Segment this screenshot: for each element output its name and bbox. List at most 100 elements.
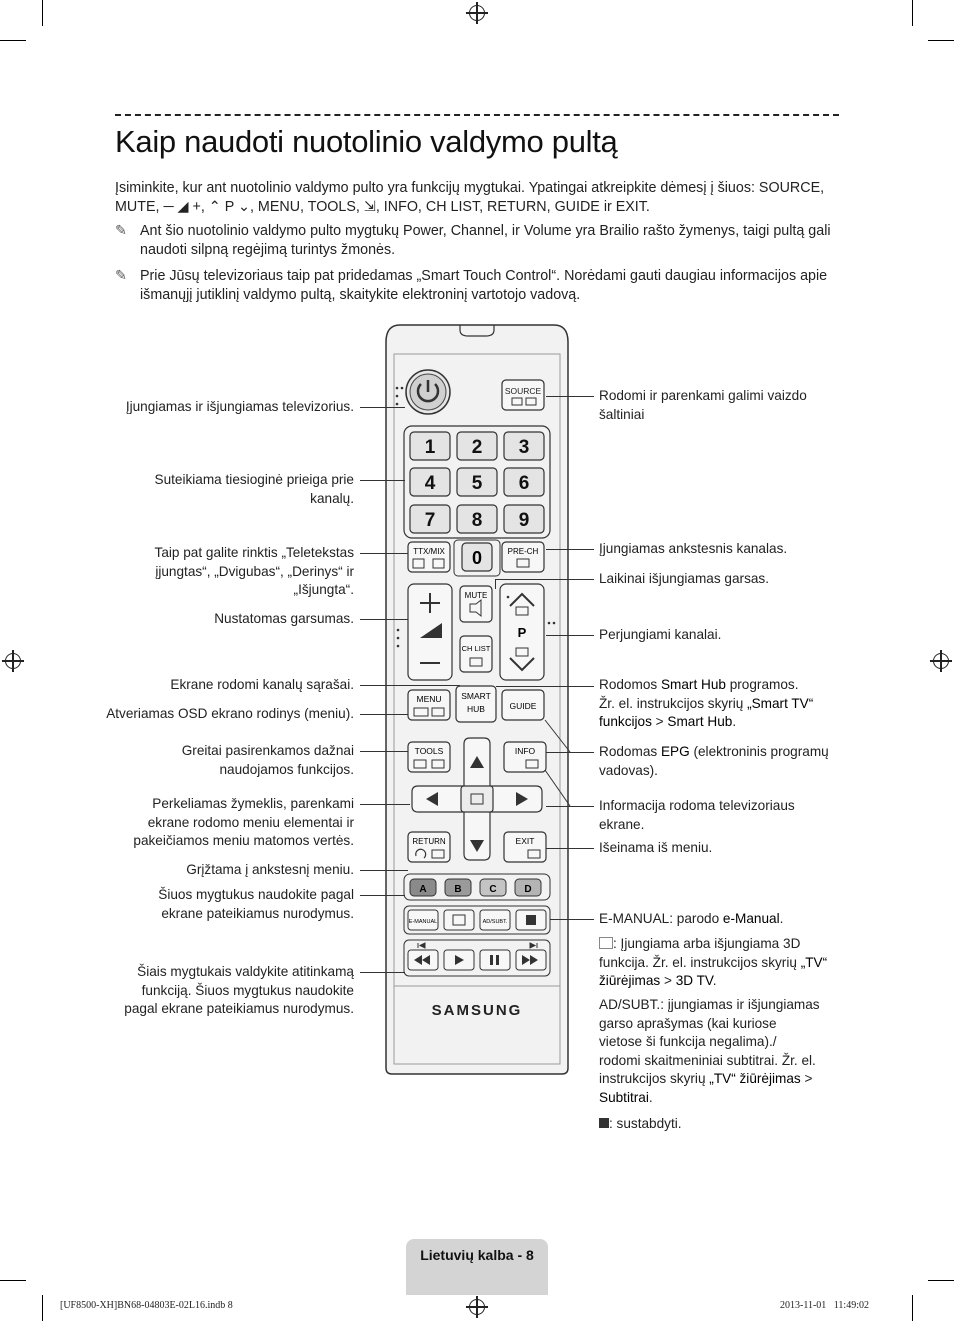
pre-ch-button[interactable]: PRE-CH [501,541,545,573]
play-button[interactable] [443,949,475,971]
note-line: naudoti silpną regėjimą turintys žmonės. [140,242,396,258]
ch-list-button[interactable]: CH LIST [459,635,493,673]
digit-0-label: 0 [472,548,482,568]
digit-5-label: 5 [472,473,483,494]
tools-icon [413,759,427,769]
return-icon [415,848,427,859]
return-button[interactable]: RETURN [407,831,451,863]
info-button[interactable]: INFO [503,741,547,773]
label-ad-subt: AD/SUBT.: įjungiamas ir išjungiamas gars… [599,997,820,1105]
input-icon [525,397,537,406]
b-label: B [454,884,461,895]
digit-6-button[interactable]: 6 [503,467,545,497]
mix-icon [432,558,445,569]
guide-label: GUIDE [510,701,537,711]
arrow-down-button[interactable] [470,840,484,852]
leader-line [550,919,594,920]
label-mute: Laikinai išjungiamas garsas. [599,571,770,586]
arrow-left-button[interactable] [426,792,438,806]
arrow-right-button[interactable] [516,792,528,806]
page-number: Lietuvių kalba - 8 [420,1247,534,1263]
braille-dots-icon [506,595,556,625]
3d-icon [599,937,613,949]
enter-button[interactable] [460,785,494,813]
chlist-label: CH LIST [462,644,491,653]
exit-button[interactable]: EXIT [503,831,547,863]
note-line: Prie Jūsų televizoriaus taip pat prideda… [140,268,828,284]
stop-button[interactable] [515,909,547,931]
note-pencil-icon: ✎ [115,268,127,284]
channel-rocker[interactable]: P [499,583,545,681]
rewind-icon [414,955,430,965]
return-label: RETURN [412,837,446,846]
leader-line [546,549,594,550]
digit-9-button[interactable]: 9 [503,504,545,534]
intro-line: MUTE, ─ ◢ +, ⌃ P ⌄, MENU, TOOLS, ⇲, INFO… [115,199,650,215]
leader-line [360,553,408,554]
registration-mark-icon [466,1296,488,1318]
label-chlist: Ekrane rodomi kanalų sąrašai. [170,677,354,692]
info-icon [525,759,539,769]
d-button[interactable]: D [514,878,542,897]
digit-3-button[interactable]: 3 [503,431,545,461]
pause-button[interactable] [479,949,511,971]
exit-icon [527,849,541,859]
leader-line [360,870,408,871]
digit-8-button[interactable]: 8 [456,504,498,534]
zero-frame [453,539,501,577]
label-smart-hub: Rodomos Smart Hub programos. Žr. el. ins… [599,677,814,729]
intro-paragraph: Įsiminkite, kur ant nuotolinio valdymo p… [115,179,840,217]
page-title: Kaip naudoti nuotolinio valdymo pultą [115,124,618,159]
digit-5-button[interactable]: 5 [456,467,498,497]
b-button[interactable]: B [444,878,472,897]
menu-button[interactable]: MENU [407,689,451,721]
arrow-up-button[interactable] [470,756,484,768]
digit-9-label: 9 [519,510,530,531]
enter-icon [470,793,484,805]
note-braille: ✎ Ant šio nuotolinio valdymo pulto mygtu… [115,222,840,262]
guide-button[interactable]: GUIDE [501,689,545,721]
volume-rocker[interactable] [407,583,453,681]
digit-2-button[interactable]: 2 [456,431,498,461]
note-smart-touch: ✎ Prie Jūsų televizoriaus taip pat pride… [115,267,840,307]
label-3d: : Įjungiama arba išjungiama 3D funkcija.… [599,936,828,988]
source-button[interactable]: SOURCE [501,379,545,411]
3d-button[interactable] [443,909,475,931]
leader-line [546,396,594,397]
digit-7-button[interactable]: 7 [409,504,451,534]
digit-8-label: 8 [472,510,483,531]
d-label: D [524,884,531,895]
tools-button[interactable]: TOOLS [407,741,451,773]
digit-0-button[interactable]: 0 [461,542,493,572]
a-button[interactable]: A [409,878,437,897]
smart-hub-button[interactable]: SMART HUB [455,685,497,723]
digit-4-label: 4 [425,473,436,494]
power-button[interactable] [405,369,451,415]
ad-subt-button[interactable]: AD/SUBT. [479,909,511,931]
tools-icon [431,759,445,769]
digit-1-label: 1 [425,437,436,458]
ttx-mix-button[interactable]: TTX/MIX [407,541,451,573]
leader-line [546,752,594,753]
digit-1-button[interactable]: 1 [409,431,451,461]
leader-line [360,685,460,686]
rewind-button[interactable] [407,949,439,971]
crop-mark [42,1295,43,1321]
e-manual-button[interactable]: E-MANUAL [407,909,439,931]
chevron-down-icon [509,657,535,672]
digit-4-button[interactable]: 4 [409,467,451,497]
fast-forward-button[interactable] [515,949,547,971]
mute-button[interactable]: MUTE [459,585,493,623]
c-button[interactable]: C [479,878,507,897]
crop-mark [42,0,43,26]
leader-line [546,848,594,849]
mute-label: MUTE [465,591,488,600]
pause-icon [490,955,493,965]
digit-7-label: 7 [425,510,436,531]
chevron-up-icon [509,592,535,607]
label-return: Grįžtama į ankstesnį meniu. [186,862,354,877]
